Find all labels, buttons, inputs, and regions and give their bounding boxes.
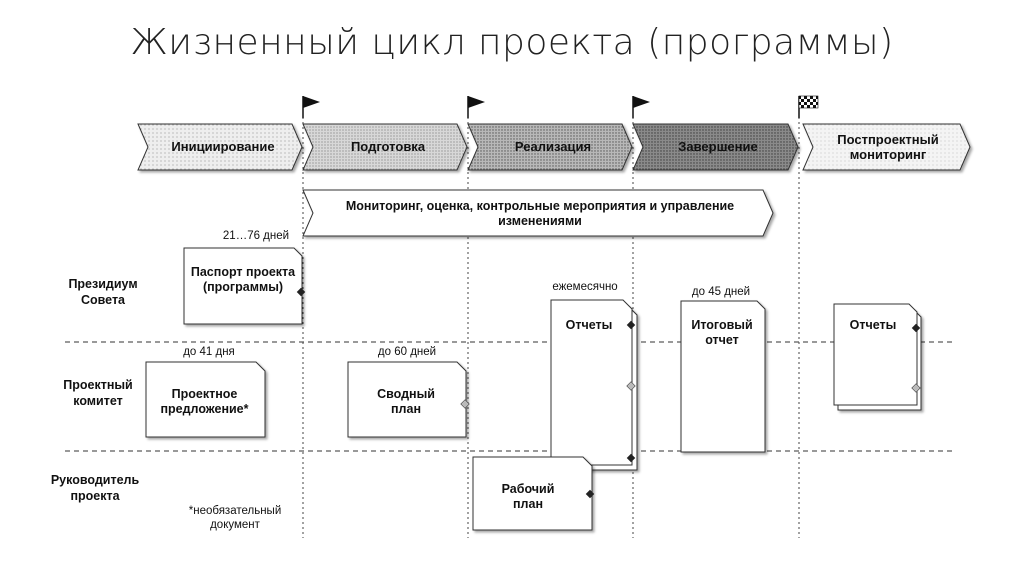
connector-diamond <box>585 489 595 499</box>
phase-label-initiation: Инициирование <box>171 139 275 154</box>
note-monthly: ежемесячно <box>552 281 618 293</box>
phase-chevron-initiation <box>137 123 303 171</box>
doc-proposal-label: Проектное предложение* <box>160 387 249 416</box>
monitoring-bar-shape <box>302 189 774 237</box>
connector-diamond <box>296 287 306 297</box>
note-up-to-60: до 60 дней <box>377 346 437 358</box>
doc-summary-plan-label: Сводный план <box>377 387 435 416</box>
phase-label-completion: Завершение <box>678 139 758 154</box>
connector-diamond <box>911 323 921 333</box>
phase-label-implementation: Реализация <box>514 139 592 154</box>
doc-reports-label: Отчеты <box>565 318 613 332</box>
phase-label-post-monitoring: Постпроектный мониторинг <box>837 132 939 162</box>
doc-final-report-label: Итоговый отчет <box>691 318 753 347</box>
note-optional-document: *необязательный документ <box>188 505 282 531</box>
doc-passport-label: Паспорт проекта (программы) <box>190 265 296 294</box>
work-plan-document-shape <box>472 456 593 531</box>
connector-diamond <box>911 383 921 393</box>
doc-work-plan-label: Рабочий план <box>501 482 555 511</box>
connector-diamond <box>460 399 470 409</box>
proposal-document-shape <box>145 361 266 438</box>
monitoring-bar-label: Мониторинг, оценка, контрольные мероприя… <box>345 199 735 228</box>
phase-chevron-implementation <box>467 123 633 171</box>
flag-icon <box>632 96 650 118</box>
connector-diamond <box>626 381 636 391</box>
role-manager: Руководитель проекта <box>50 473 140 503</box>
phase-chevron-post-monitoring <box>802 123 971 171</box>
page-title: Жизненный цикл проекта (программы) <box>130 22 894 63</box>
connector-diamond <box>626 320 636 330</box>
flag-icon <box>467 96 485 118</box>
doc-reports-post-label: Отчеты <box>849 318 897 332</box>
phase-chevron-preparation <box>302 123 468 171</box>
role-presidium: Президиум Совета <box>68 277 138 307</box>
note-up-to-45: до 45 дней <box>691 286 751 298</box>
role-committee: Проектный комитет <box>63 378 133 408</box>
reports-post-document-shape <box>833 303 918 406</box>
phase-chevron-completion <box>632 123 799 171</box>
phase-label-preparation: Подготовка <box>350 139 426 154</box>
flag-icon <box>302 96 320 118</box>
note-up-to-41: до 41 дня <box>183 346 235 358</box>
note-21-76-days: 21…76 дней <box>222 230 290 242</box>
connector-diamond <box>626 453 636 463</box>
checkered-flag-icon <box>798 95 819 118</box>
final-report-document-shape <box>680 300 766 453</box>
